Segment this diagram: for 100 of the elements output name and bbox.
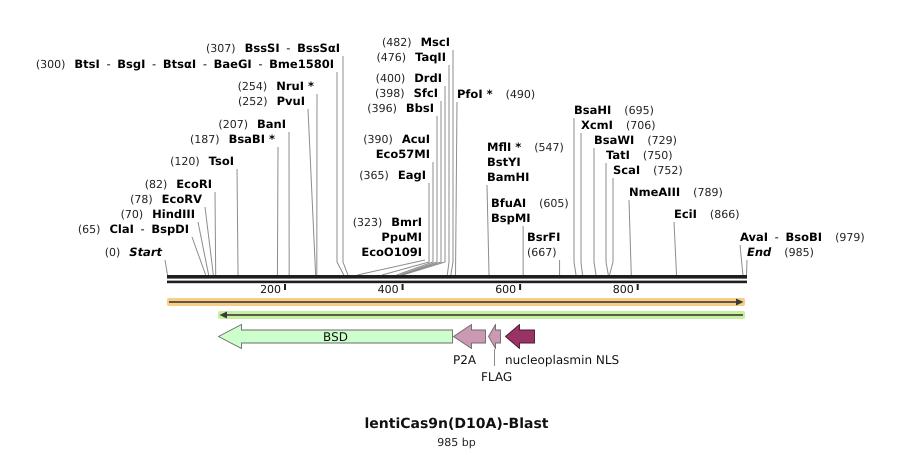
enzyme-name: MflI * <box>487 140 522 155</box>
enzyme-name: PfoI * <box>457 87 493 102</box>
scale-label: 200 <box>260 283 282 296</box>
leader-line <box>594 148 596 276</box>
cut-site-position: (706) <box>626 118 656 133</box>
leader-line <box>192 236 206 276</box>
leader-line <box>674 222 678 276</box>
enzyme-name: EcoRI <box>176 177 212 192</box>
leader-line <box>276 146 278 276</box>
cut-site-position: (400) <box>376 71 406 86</box>
cut-site-position: (729) <box>647 133 677 148</box>
leader-line <box>400 116 438 276</box>
leader-line <box>342 56 348 276</box>
cut-site-position: (789) <box>693 185 723 200</box>
enzyme-name: BstYI <box>487 155 521 170</box>
cut-site-position: (476) <box>376 50 406 65</box>
leader-line <box>609 178 614 276</box>
enzyme-name: PpuMI <box>381 230 422 245</box>
sequence-end-label: End <box>747 245 772 260</box>
cut-site-position: (667) <box>527 245 557 260</box>
map-title: lentiCas9n(D10A)-Blast <box>364 416 548 433</box>
enzyme-name: TatI <box>606 148 630 163</box>
sequence-start-label: Start <box>129 245 162 260</box>
cut-site-position: (866) <box>710 207 740 222</box>
cut-site-position: (396) <box>367 101 397 116</box>
cut-site-position: (300) <box>36 57 66 72</box>
leader-line <box>574 118 577 276</box>
leader-line <box>486 184 490 276</box>
enzyme-name: HindIII <box>152 207 195 222</box>
enzyme-name: TaqII <box>415 50 446 65</box>
cut-site-position: (752) <box>653 163 683 178</box>
cut-site-position: (70) <box>120 207 144 222</box>
scale-label: 400 <box>378 283 399 296</box>
enzyme-name: EagI <box>398 168 426 183</box>
cut-site-position: (0) <box>104 245 120 260</box>
cut-site-position: (78) <box>130 192 153 207</box>
enzyme-name: BbsI <box>406 101 434 116</box>
leader-line <box>316 94 318 276</box>
cut-site-position: (82) <box>144 177 168 192</box>
cut-site-position: (120) <box>170 154 200 169</box>
enzyme-name: BfuAI <box>491 196 526 211</box>
leader-line <box>400 100 442 276</box>
scale-label: 600 <box>495 283 516 296</box>
enzyme-names: AvaI - BsoBI <box>740 230 822 245</box>
leader-line <box>740 244 744 276</box>
enzyme-name: NruI * <box>276 79 314 94</box>
cut-site-position: (979) <box>835 230 865 245</box>
enzyme-name: EcoRV <box>162 192 202 207</box>
leader-line <box>236 168 239 276</box>
cut-site-position: (307) <box>206 41 236 56</box>
cut-site-position: (254) <box>238 79 268 94</box>
leader-line <box>204 206 214 276</box>
cut-site-position: (490) <box>506 87 536 102</box>
cut-site-position: (65) <box>78 222 100 237</box>
cut-site-position: (750) <box>642 148 672 163</box>
enzyme-name: NmeAIII <box>629 185 680 200</box>
leader-line <box>522 226 524 276</box>
scale-label: 800 <box>612 283 634 296</box>
enzyme-name: MscI <box>420 35 450 50</box>
enzyme-name: BspMI <box>491 211 531 226</box>
leader-line <box>446 64 450 276</box>
feature-label: P2A <box>453 353 476 367</box>
feature-label: BSD <box>323 330 348 344</box>
leader-line <box>164 260 168 276</box>
leader-line <box>336 72 344 276</box>
enzyme-name: EciI <box>674 207 697 222</box>
leader-line <box>396 162 434 276</box>
cut-site-position: (187) <box>190 132 220 147</box>
leader-line <box>356 260 426 276</box>
enzyme-name: BanI <box>257 117 286 132</box>
enzyme-name: EcoO109I <box>361 245 422 260</box>
leader-line <box>288 132 290 276</box>
enzyme-name: BsrFI <box>527 230 560 245</box>
leader-line <box>455 102 458 276</box>
enzyme-names: BssSI - BssSαI <box>244 41 340 56</box>
enzyme-name: BamHI <box>487 170 530 185</box>
cut-site-position: (695) <box>624 103 654 118</box>
enzyme-name: BsaWI <box>594 133 634 148</box>
leader-line <box>402 86 446 276</box>
leader-line <box>198 222 210 276</box>
cut-site-position: (365) <box>359 168 389 183</box>
cut-site-position: (207) <box>218 117 248 132</box>
cut-site-position: (390) <box>363 132 393 147</box>
leader-line <box>382 182 430 276</box>
enzyme-name: DrdI <box>414 71 442 86</box>
cut-site-position: (482) <box>382 35 412 50</box>
leader-line <box>559 260 560 276</box>
enzyme-name: AcuI <box>402 132 430 147</box>
cut-site-position: (323) <box>352 215 382 230</box>
enzyme-name: TsoI <box>208 154 234 169</box>
feature-label: nucleoplasmin NLS <box>505 353 620 367</box>
enzyme-name: PvuI <box>276 94 305 109</box>
leader-line <box>746 260 748 276</box>
cut-site-position: (252) <box>238 94 268 109</box>
leader-line <box>308 108 316 276</box>
enzyme-name: SfcI <box>414 86 438 101</box>
enzyme-name: XcmI <box>581 118 613 133</box>
cut-site-position: (547) <box>534 140 564 155</box>
sequence-length: 985 bp <box>437 436 476 449</box>
cut-site-position: (985) <box>784 245 814 260</box>
